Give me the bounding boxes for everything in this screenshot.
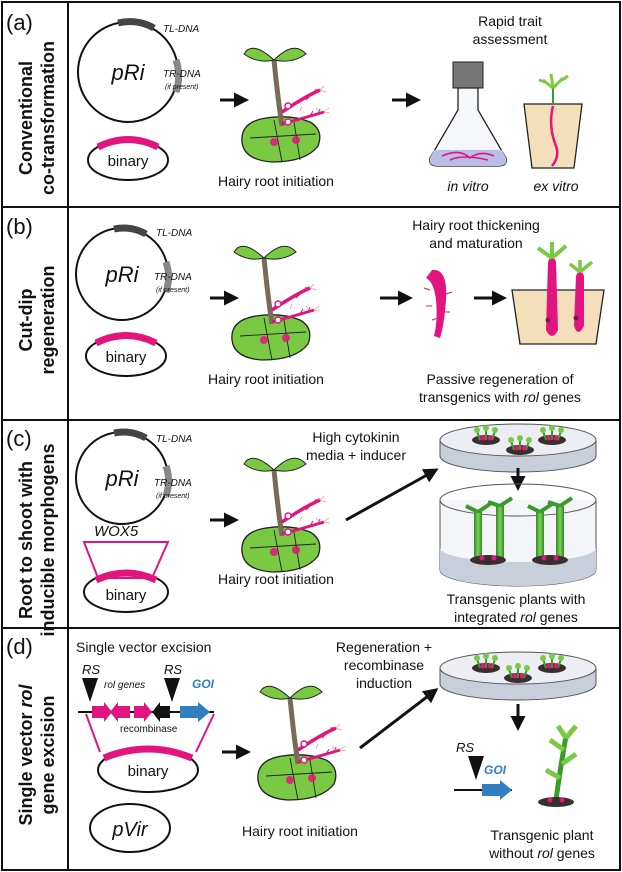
panel-a: (a) Conventional co-transformation pRi T… — [6, 10, 583, 195]
pri-plasmid: pRi TL-DNA TR-DNA (if present) — [77, 18, 201, 123]
tl-dna-label: TL-DNA — [163, 24, 199, 35]
svg-text:TL-DNA: TL-DNA — [156, 434, 192, 445]
svg-text:(if present): (if present) — [156, 493, 189, 500]
svg-text:binary: binary — [106, 349, 147, 366]
svg-text:gene excision: gene excision — [38, 695, 58, 814]
hairy-root-label: Hairy root initiation — [218, 571, 334, 587]
wox5-label: WOX5 — [94, 523, 139, 540]
excision-cassette: RS RS rol genes GOI recombinase — [78, 662, 215, 753]
petri-dish — [439, 423, 597, 473]
svg-text:Cut-dip: Cut-dip — [16, 289, 36, 352]
panel-d: (d) Single vector rol gene excision Sing… — [6, 634, 597, 861]
svg-text:RS: RS — [82, 662, 100, 677]
svg-text:pRi: pRi — [104, 466, 139, 491]
outcome-line-2: without rol genes — [488, 845, 595, 861]
side-label: Cut-dip regeneration — [16, 265, 58, 374]
panel-letter: (d) — [6, 634, 33, 659]
thickened-root — [423, 269, 453, 338]
binary-wox5: WOX5 binary — [82, 523, 170, 613]
seedling-leaf-disc — [242, 458, 330, 572]
svg-text:binary: binary — [106, 587, 147, 604]
svg-text:in vitro: in vitro — [447, 178, 488, 194]
svg-text:induction: induction — [356, 675, 412, 691]
hairy-root-label: Hairy root initiation — [242, 823, 358, 839]
rol-genes-label: rol genes — [104, 680, 145, 691]
hairy-root-label: Hairy root initiation — [208, 371, 324, 387]
plasmid-label: pRi — [110, 60, 145, 85]
arrow — [345, 468, 439, 522]
svg-text:Conventional: Conventional — [16, 61, 36, 175]
if-present-label: (if present) — [165, 84, 198, 91]
svg-text:media + inducer: media + inducer — [306, 447, 406, 463]
svg-text:GOI: GOI — [484, 763, 507, 777]
svg-text:Single vector rol: Single vector rol — [16, 683, 36, 825]
pvir-plasmid: pVir — [89, 803, 171, 853]
svg-text:(if present): (if present) — [156, 287, 189, 294]
side-label: Single vector rol gene excision — [16, 683, 58, 825]
binary-plasmid: binary — [85, 332, 167, 377]
panel-letter: (b) — [6, 214, 33, 239]
seedling-leaf-disc — [232, 246, 320, 360]
panel-b: (b) Cut-dip regeneration pRi TL-DNA TR-D… — [6, 214, 605, 405]
svg-text:binary: binary — [108, 153, 149, 170]
side-label: Conventional co-transformation — [16, 41, 58, 195]
svg-text:and maturation: and maturation — [429, 235, 522, 251]
outcome-line-2: integrated rol genes — [454, 609, 578, 625]
binary-plasmid: binary — [87, 136, 169, 181]
outcome-line-1: Transgenic plant — [491, 827, 594, 843]
step-title: Hairy root thickening — [412, 217, 540, 233]
svg-text:TR-DNA: TR-DNA — [154, 478, 192, 489]
binary-plasmid: binary — [97, 745, 199, 793]
regenerated-pot — [511, 242, 605, 345]
svg-text:pRi: pRi — [104, 262, 139, 287]
panel-letter: (c) — [6, 426, 32, 451]
tr-dna-label: TR-DNA — [163, 69, 201, 80]
svg-text:binary: binary — [128, 763, 169, 780]
svg-text:pVir: pVir — [111, 819, 149, 841]
media-title: High cytokinin — [312, 429, 399, 445]
svg-text:inducible morphogens: inducible morphogens — [38, 443, 58, 636]
svg-text:Root to shoot with: Root to shoot with — [16, 461, 36, 619]
svg-text:recombinase: recombinase — [120, 724, 178, 735]
transgenic-plant — [538, 724, 578, 807]
regen-title: Regeneration + — [336, 639, 432, 655]
pot-ex-vitro: ex vitro — [523, 73, 583, 194]
outcome-line-1: Transgenic plants with — [447, 591, 586, 607]
hairy-root-label: Hairy root initiation — [218, 173, 334, 189]
svg-text:recombinase: recombinase — [344, 657, 424, 673]
svg-text:regeneration: regeneration — [38, 265, 58, 374]
vector-title: Single vector excision — [76, 639, 211, 655]
outcome-line-1: Passive regeneration of — [426, 371, 573, 387]
culture-vessel — [439, 483, 597, 587]
panel-letter: (a) — [6, 10, 33, 35]
pri-plasmid: pRi TL-DNA TR-DNA (if present) — [75, 428, 192, 525]
excised-cassette: RS GOI — [454, 740, 512, 800]
svg-text:RS: RS — [164, 662, 182, 677]
svg-text:co-transformation: co-transformation — [38, 41, 58, 195]
outcome-title: Rapid trait — [478, 13, 542, 29]
svg-text:assessment: assessment — [473, 31, 548, 47]
petri-dish — [439, 651, 597, 701]
svg-text:RS: RS — [456, 740, 474, 755]
panel-c: (c) Root to shoot with inducible morphog… — [6, 423, 597, 637]
goi-label: GOI — [192, 677, 215, 691]
pri-plasmid: pRi TL-DNA TR-DNA (if present) — [75, 224, 192, 321]
flask-in-vitro: in vitro — [429, 61, 507, 194]
arrow — [359, 688, 439, 750]
seedling-leaf-disc — [242, 48, 330, 162]
svg-text:ex vitro: ex vitro — [533, 178, 578, 194]
svg-text:TR-DNA: TR-DNA — [154, 272, 192, 283]
outcome-line-2: transgenics with rol genes — [419, 389, 581, 405]
side-label: Root to shoot with inducible morphogens — [16, 443, 58, 636]
svg-text:TL-DNA: TL-DNA — [156, 228, 192, 239]
seedling-leaf-disc — [258, 686, 346, 800]
